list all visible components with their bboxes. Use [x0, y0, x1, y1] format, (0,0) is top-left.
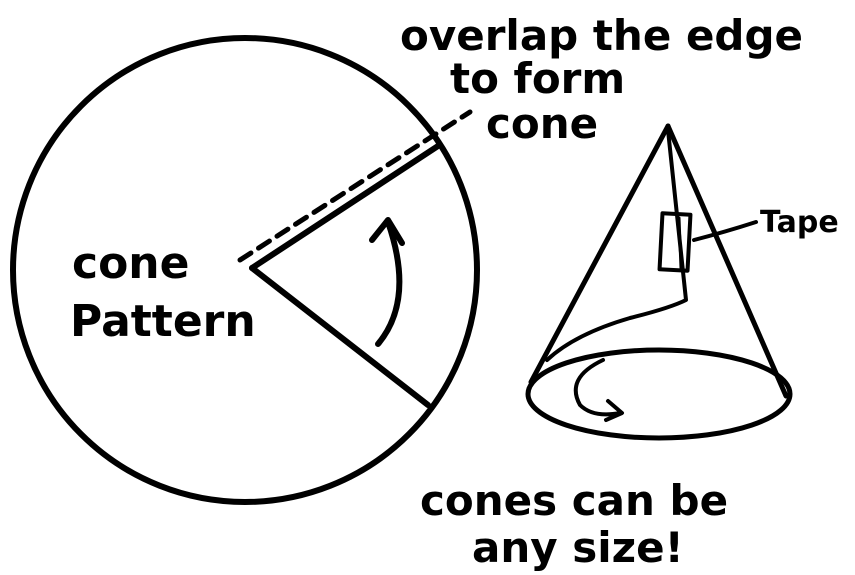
pattern-label-line2: Pattern: [70, 296, 256, 347]
cone-side-left: [531, 126, 668, 382]
tape-strip: [660, 213, 691, 270]
overlap-label-line1: overlap the edge: [400, 11, 803, 60]
sizes-label-line1: cones can be: [420, 476, 728, 525]
inner-arrowhead-icon: [606, 401, 622, 420]
fold-arrow-curve: [378, 222, 399, 344]
overlap-label-line2: to form: [450, 54, 625, 103]
tape-label: Tape: [760, 205, 839, 240]
cone-base: [528, 350, 790, 438]
pattern-label-line1: cone: [72, 238, 189, 289]
sizes-label-line2: any size!: [472, 523, 684, 572]
cone-seam: [547, 130, 686, 360]
overlap-dashed-line: [240, 112, 470, 260]
cut-line-upper: [252, 146, 438, 268]
tape-leader-line: [694, 222, 756, 240]
cone-figure: [528, 126, 790, 438]
fold-arrowhead-icon: [372, 220, 402, 243]
tape-edge: [679, 218, 681, 268]
overlap-label-line3: cone: [486, 99, 598, 148]
